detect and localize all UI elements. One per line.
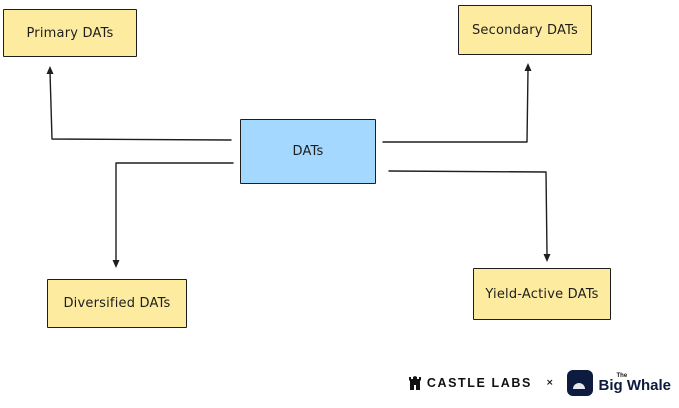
arrow-to-primary — [49, 71, 232, 141]
arrow-to-yield-active — [388, 170, 548, 255]
arrowhead-secondary — [524, 63, 532, 71]
big-whale-prefix: The — [616, 373, 628, 379]
arrow-to-diversified — [115, 162, 234, 261]
node-yield-active-dats-label: Yield-Active DATs — [485, 286, 599, 302]
big-whale-name: Big Whale — [598, 377, 671, 394]
big-whale-wordmark: The Big Whale — [598, 373, 671, 393]
node-secondary-dats: Secondary DATs — [458, 5, 592, 55]
node-primary-dats: Primary DATs — [3, 9, 137, 57]
footer-branding: CASTLE LABS × The Big Whale — [408, 370, 671, 396]
node-center-dats: DATs — [240, 119, 376, 184]
arrowhead-primary — [46, 66, 54, 74]
node-center-dats-label: DATs — [292, 144, 324, 159]
arrowhead-yield-active — [543, 254, 551, 262]
castle-labs-brand: CASTLE LABS — [408, 375, 532, 391]
arrow-to-secondary — [382, 69, 529, 143]
big-whale-brand: The Big Whale — [567, 370, 671, 396]
whale-icon — [567, 370, 594, 396]
node-primary-dats-label: Primary DATs — [26, 25, 114, 41]
castle-icon — [408, 376, 421, 390]
node-yield-active-dats: Yield-Active DATs — [473, 268, 611, 320]
arrowhead-diversified — [112, 260, 120, 268]
castle-labs-name: CASTLE LABS — [426, 376, 532, 390]
node-secondary-dats-label: Secondary DATs — [471, 22, 578, 38]
node-diversified-dats: Diversified DATs — [47, 279, 187, 328]
brand-separator: × — [545, 378, 554, 388]
node-diversified-dats-label: Diversified DATs — [63, 296, 171, 311]
